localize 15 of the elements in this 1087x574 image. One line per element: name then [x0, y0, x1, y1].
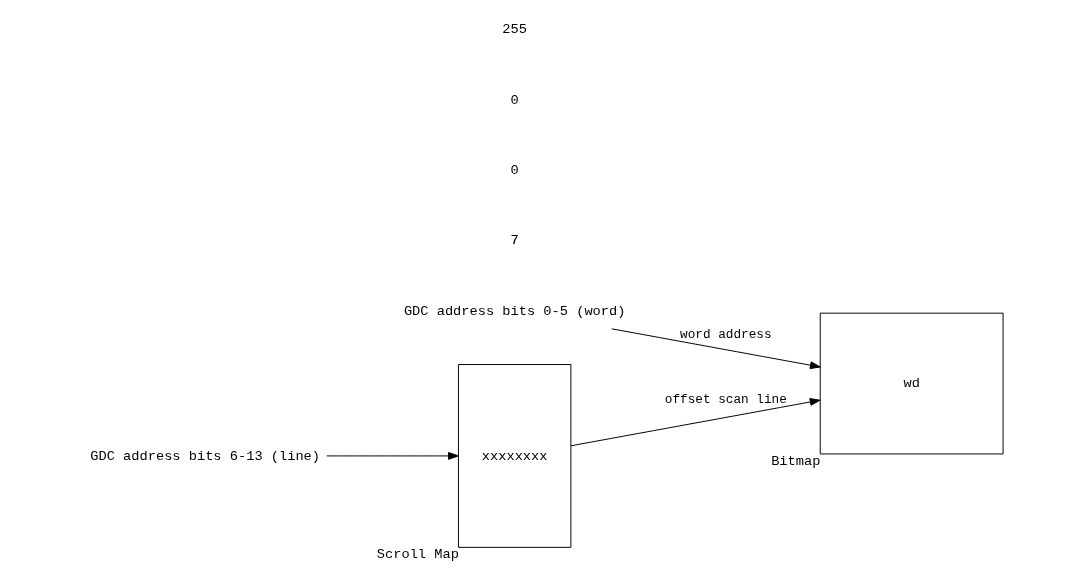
node-text: GDC address bits 0-5 (word) — [403, 303, 626, 319]
label: 0 — [510, 92, 519, 108]
label: 0 — [510, 163, 519, 179]
node-text: GDC address bits 6-13 (line) — [90, 448, 321, 464]
node-box: wd — [819, 312, 1004, 455]
node-label: Scroll Map — [376, 547, 459, 563]
arrow — [326, 452, 459, 460]
arrow — [570, 398, 821, 447]
label: 255 — [502, 22, 527, 38]
edge-label: word address — [680, 326, 772, 342]
arrow — [611, 328, 821, 370]
node-label: Bitmap — [771, 453, 821, 469]
node-box: xxxxxxxx — [457, 364, 572, 548]
edge-label: offset scan line — [664, 391, 787, 407]
label: 7 — [510, 233, 519, 249]
